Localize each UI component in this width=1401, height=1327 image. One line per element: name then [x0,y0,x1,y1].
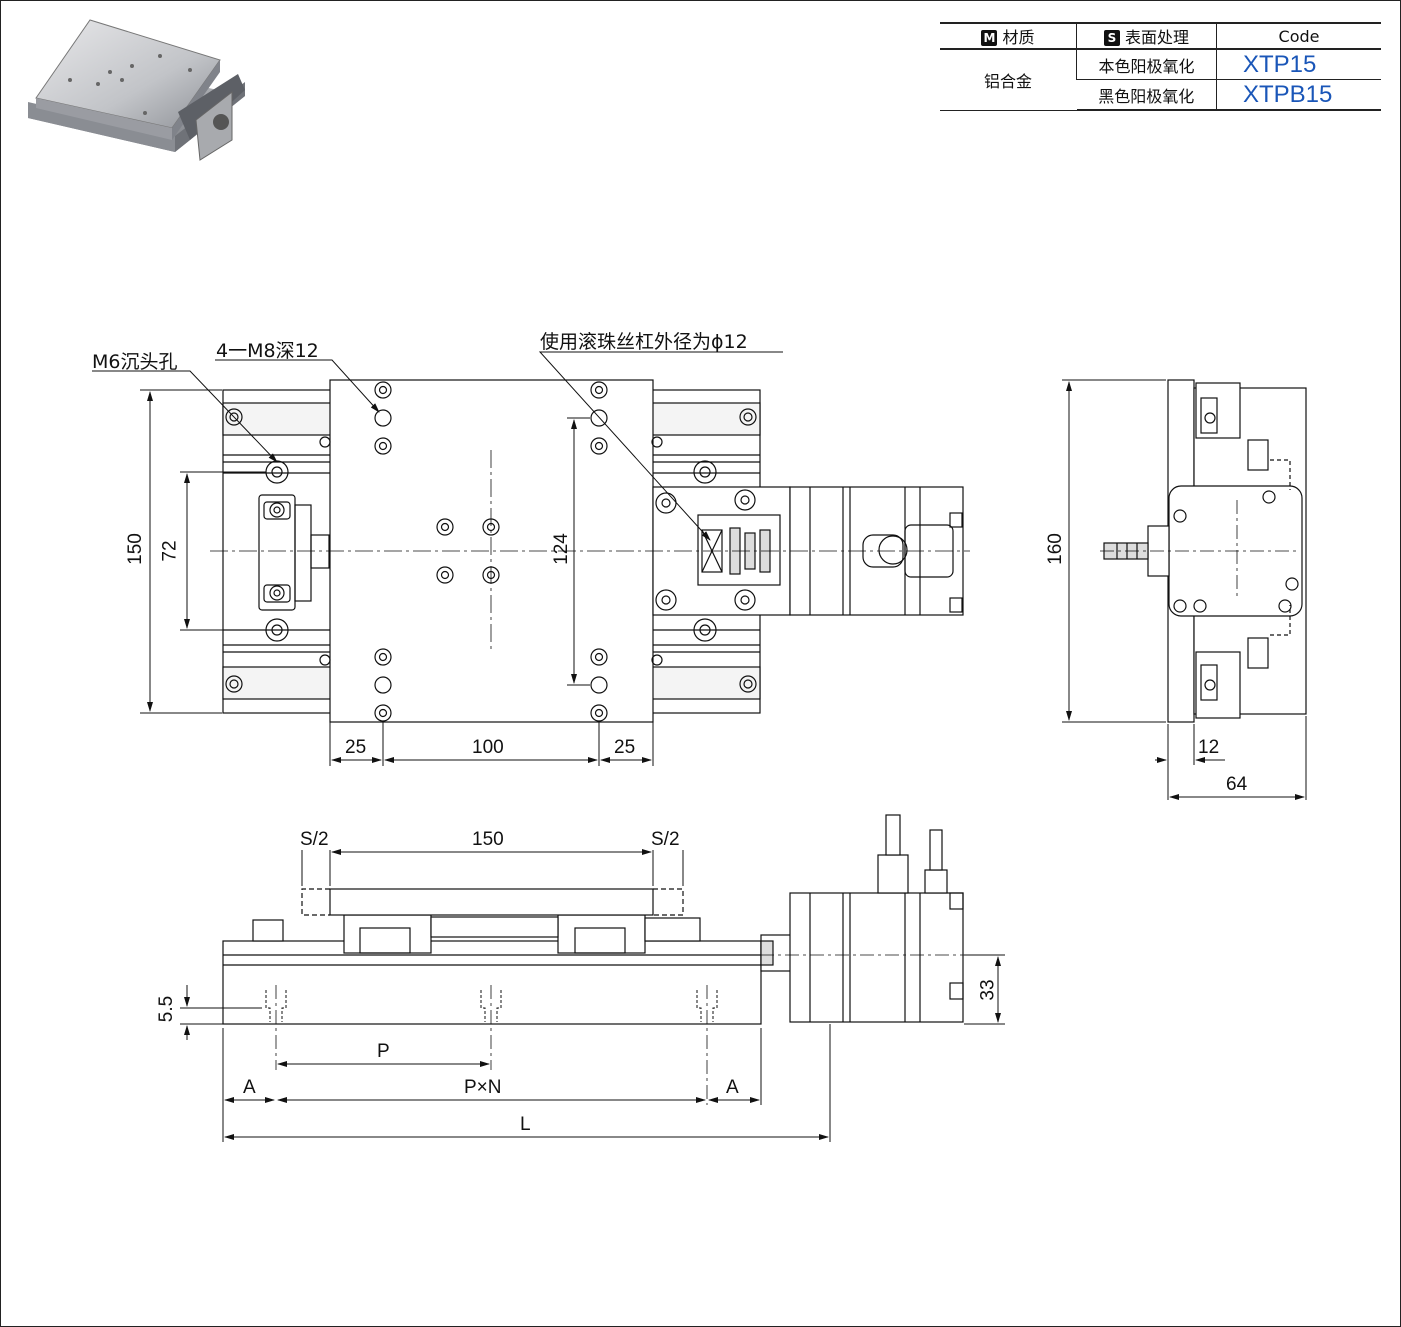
surface-header-label: 表面处理 [1124,28,1189,47]
ball-screw-callout: 使用滚珠丝杠外径为ϕ12 [540,331,748,353]
dim-end-right: A [726,1077,739,1098]
top-view-dimensions [92,351,783,766]
side-view-dimensions [1062,379,1307,800]
tapped-holes-callout: 4一M8深12 [216,340,319,362]
dim-end-left: A [243,1077,256,1098]
dim-side-width: 64 [1226,774,1248,795]
side-view [1100,379,1307,723]
material-value: 铝合金 [940,49,1077,111]
counterbore-callout: M6沉头孔 [92,351,178,373]
dim-motor-height: 33 [977,979,999,1001]
code-header: Code [1216,22,1381,50]
front-view [222,814,970,1105]
product-photo [28,19,245,161]
dim-overall-height: 150 [124,533,146,565]
dim-total-length: L [520,1114,531,1135]
product-code: XTP15 [1216,49,1381,80]
dim-middle: 100 [472,737,504,758]
surface-value: 黑色阳极氧化 [1076,79,1217,111]
top-view [210,379,970,723]
dim-half-stroke-left: S/2 [300,829,329,850]
dim-hole-depth: 5.5 [156,995,178,1023]
product-code: XTPB15 [1216,79,1381,111]
dim-half-stroke-right: S/2 [651,829,680,850]
dim-side-offset: 12 [1198,737,1220,758]
dim-left-offset: 25 [345,737,367,758]
dim-table-length: 150 [472,829,504,850]
dim-pitch: P [377,1041,390,1062]
dim-pitch-count: P×N [464,1077,502,1098]
dim-hole-pitch: 72 [159,540,181,562]
surface-value: 本色阳极氧化 [1076,49,1217,80]
front-view-dimensions [180,849,1005,1142]
dim-table-hole-pitch: 124 [550,533,572,565]
surface-badge: S [1103,30,1120,46]
material-badge: M [981,30,998,46]
material-header-label: 材质 [1002,28,1035,47]
dim-side-height: 160 [1044,533,1066,565]
dim-right-offset: 25 [614,737,636,758]
spec-row: 铝合金 本色阳极氧化 XTP15 [940,49,1381,111]
spec-row: 黑色阳极氧化 XTPB15 [940,79,1381,111]
